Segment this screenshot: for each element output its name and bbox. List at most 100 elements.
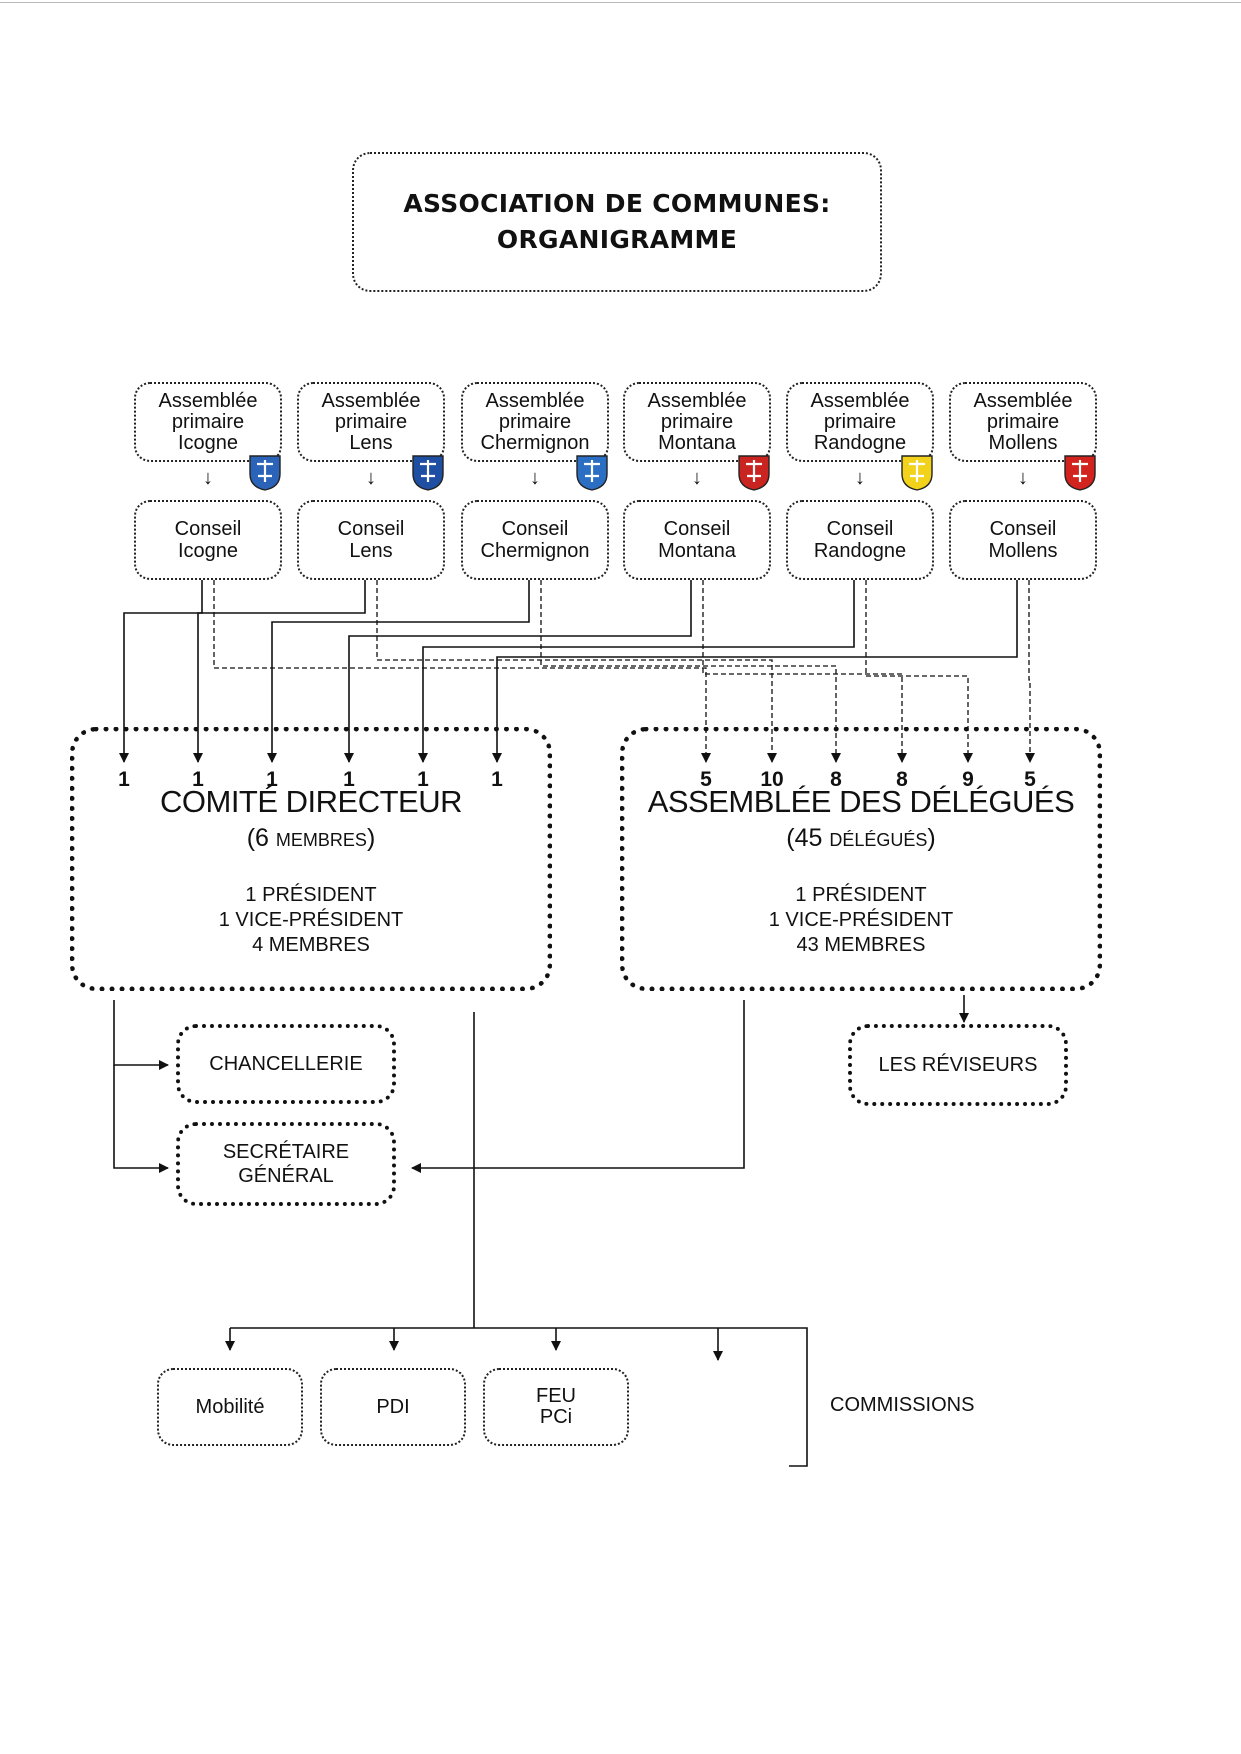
comite-count-label: 1	[118, 768, 130, 791]
assemblee-primaire-line: primaire	[823, 410, 897, 433]
icogne-crest-icon	[249, 455, 281, 491]
conseil-line: Conseil	[174, 518, 242, 540]
conseil-to-assemblee-line	[702, 580, 907, 763]
conseil-line: Lens	[349, 540, 393, 562]
assemblee-primaire-line: Montana	[658, 431, 736, 454]
arrow-down-icon: ↓	[692, 467, 702, 489]
delegue-count-label: 8	[830, 768, 842, 791]
commissions-bus-line	[230, 1327, 808, 1467]
conseil-to-assemblee-line	[213, 580, 711, 763]
secretaire-line-2: GÉNÉRAL	[238, 1165, 334, 1187]
conseil-to-comite-line	[193, 580, 366, 763]
conseil-line: Icogne	[177, 540, 239, 562]
assemblee-primaire-line: primaire	[986, 410, 1060, 433]
assemblee-primaire-line: primaire	[171, 410, 245, 433]
comite-count-label: 1	[491, 768, 503, 791]
comite-count-label: 1	[266, 768, 278, 791]
delegue-count-label: 9	[962, 768, 974, 791]
commission-line: PDI	[376, 1395, 410, 1418]
assemblee-primaire-line: Assemblée	[973, 389, 1073, 412]
assemblee-primaire-line: Assemblée	[810, 389, 910, 412]
comite-count-label: 1	[343, 768, 355, 791]
assemblee-primaire-line: Assemblée	[647, 389, 747, 412]
assemblee-primaire-line: primaire	[334, 410, 408, 433]
assemblee-primaire-line: primaire	[660, 410, 734, 433]
assemblee-primaire-line: Icogne	[177, 431, 239, 454]
conseil-line: Chermignon	[480, 540, 590, 562]
assemblee-to-secretaire-line	[411, 1000, 745, 1173]
arrow-down-icon: ↓	[855, 467, 865, 489]
conseil-to-assemblee-line	[376, 580, 777, 763]
assemblee-primaire-line: primaire	[498, 410, 572, 433]
conseil-to-comite-line	[119, 580, 203, 763]
comite-count-label: 1	[192, 768, 204, 791]
conseil-to-comite-line	[418, 580, 855, 763]
assemblee-primaire-line: Lens	[349, 431, 393, 454]
commission-box: PDI	[320, 1368, 466, 1446]
conseil-line: Randogne	[813, 540, 907, 562]
comite-role-1: 1 PRÉSIDENT	[245, 883, 377, 906]
title-line-1: ASSOCIATION DE COMMUNES:	[403, 189, 831, 218]
commission-line: Mobilité	[195, 1395, 265, 1418]
conseil-line: Conseil	[337, 518, 405, 540]
arrow-down-icon: ↓	[366, 467, 376, 489]
assemblee-primaire-line: Mollens	[988, 431, 1058, 454]
comite-directeur-box: 1 1 1 1 1 1 COMITÉ DIRECTEUR (6 MEMBRES) 1 PR…	[70, 727, 552, 991]
delegue-count-label: 5	[700, 768, 712, 791]
chancellerie-label: CHANCELLERIE	[209, 1053, 363, 1075]
title-box: ASSOCIATION DE COMMUNES: ORGANIGRAMME	[352, 152, 882, 292]
delegue-count-label: 5	[1024, 768, 1036, 791]
conseil-to-comite-line	[492, 580, 1018, 763]
page-top-rule	[0, 2, 1241, 3]
assemblee-role-3: 43 MEMBRES	[796, 933, 926, 956]
assemblee-primaire-line: Assemblée	[485, 389, 585, 412]
comite-role-3: 4 MEMBRES	[252, 933, 370, 956]
commission-box: Mobilité	[157, 1368, 303, 1446]
conseil-to-assemblee-line	[540, 580, 841, 763]
comite-subtitle: (6 MEMBRES)	[246, 823, 376, 852]
assemblee-primaire-line: Randogne	[813, 431, 907, 454]
comite-counts: 1 1 1 1 1 1	[75, 768, 547, 798]
conseil-line: Conseil	[989, 518, 1057, 540]
comite-to-chancellerie-line	[113, 1000, 169, 1070]
commission-line: FEU	[536, 1385, 576, 1407]
arrow-down-icon: ↓	[530, 467, 540, 489]
delegue-count-label: 10	[760, 768, 784, 791]
delegues-counts: 5 10 8 8 9 5	[625, 768, 1097, 798]
assemblee-primaire-line: Assemblée	[321, 389, 421, 412]
assemblee-role-1: 1 PRÉSIDENT	[795, 883, 927, 906]
conseil-to-comite-line	[267, 580, 530, 763]
chermignon-crest-icon	[576, 455, 608, 491]
arrow-down-icon: ↓	[203, 467, 213, 489]
comite-title: COMITÉ DIRECTEUR	[160, 783, 463, 819]
mollens-crest-icon	[1064, 455, 1096, 491]
assemblee-delegues-box: 5 10 8 8 9 5 ASSEMBLÉE DES DÉLÉGUÉS (45 DÉLÉG…	[620, 727, 1102, 991]
assemblee-primaire-line: Assemblée	[158, 389, 258, 412]
delegue-count-label: 8	[896, 768, 908, 791]
commission-line: PCi	[539, 1406, 573, 1428]
secretaire-line-1: SECRÉTAIRE	[222, 1141, 350, 1163]
randogne-crest-icon	[901, 455, 933, 491]
assemblee-subtitle: (45 DÉLÉGUÉS)	[786, 823, 936, 852]
conseil-to-assemblee-line	[1025, 580, 1035, 763]
conseil-to-comite-line	[344, 580, 692, 763]
conseil-line: Conseil	[663, 518, 731, 540]
comite-role-2: 1 VICE-PRÉSIDENT	[218, 908, 404, 931]
montana-crest-icon	[738, 455, 770, 491]
comite-count-label: 1	[417, 768, 429, 791]
assemblee-role-2: 1 VICE-PRÉSIDENT	[768, 908, 954, 931]
comite-to-secretaire-line	[113, 1065, 169, 1173]
assemblee-title: ASSEMBLÉE DES DÉLÉGUÉS	[647, 783, 1075, 819]
